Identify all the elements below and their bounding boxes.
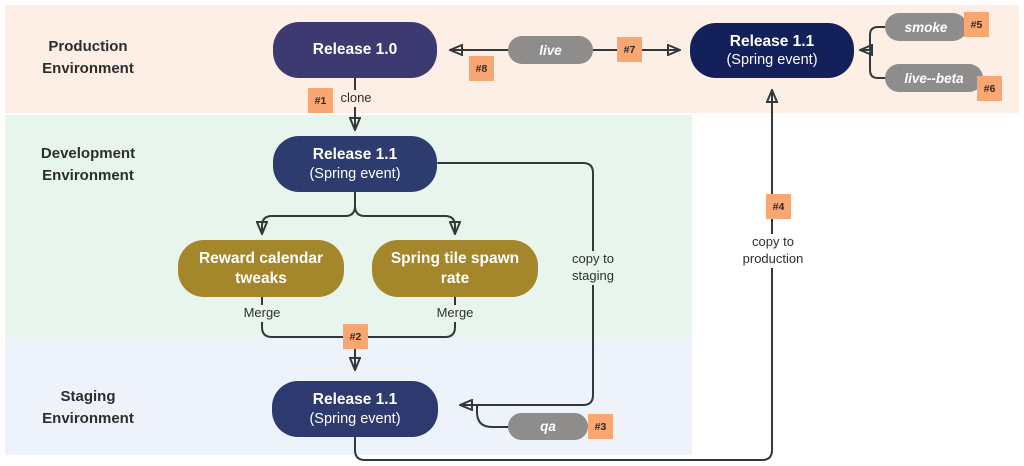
node-subtitle: (Spring event)	[309, 165, 401, 182]
env-label-line: Environment	[42, 409, 134, 427]
tag-smoke: smoke	[885, 13, 967, 41]
edge-label-clone: clone	[332, 90, 380, 107]
step-badge-5: #5	[964, 12, 989, 37]
node-title: Release 1.0	[312, 41, 398, 59]
tag-live: live	[508, 36, 593, 64]
tag-live-beta: live--beta	[885, 64, 983, 92]
edge-label-copy-to-production: copy to production	[736, 234, 810, 268]
env-label-line: Development	[40, 145, 136, 162]
tag-label: live--beta	[904, 70, 964, 86]
step-badge-2: #2	[343, 324, 368, 349]
edge-live-beta-join	[869, 51, 886, 79]
tag-label: live	[539, 42, 562, 58]
edge-label-line: copy to	[572, 251, 614, 266]
edge-smoke-to-release-1-1-production	[862, 26, 886, 50]
tag-qa: qa	[508, 413, 588, 440]
edge-qa-join	[476, 405, 509, 428]
step-badge-7: #7	[617, 37, 642, 62]
env-label-line: Staging	[60, 388, 116, 405]
step-badge-8: #8	[469, 56, 494, 81]
node-title: Release 1.1	[729, 32, 815, 50]
node-title: Release 1.1	[312, 146, 398, 164]
env-label-line: Environment	[42, 166, 134, 184]
staging-environment-label: Staging Environment	[13, 386, 163, 430]
edge-copy-to-production	[354, 92, 772, 461]
edge-label-line: copy to	[752, 234, 794, 249]
node-reward-calendar-tweaks: Reward calendar tweaks	[178, 240, 344, 297]
node-title: Spring tile spawn rate	[390, 250, 520, 287]
env-label-line: Production	[48, 38, 128, 55]
edge-label-line: staging	[572, 267, 614, 283]
node-release-1-0: Release 1.0	[273, 22, 437, 78]
node-release-1-1-staging: Release 1.1 (Spring event)	[272, 381, 438, 437]
node-subtitle: (Spring event)	[309, 410, 401, 427]
node-subtitle: (Spring event)	[726, 52, 818, 69]
edge-label-copy-to-staging: copy to staging	[564, 251, 622, 285]
edge-label-merge-left: Merge	[236, 305, 288, 322]
node-title: Reward calendar tweaks	[198, 250, 324, 287]
edge-branch-reward-calendar	[262, 191, 356, 232]
node-spring-tile-spawn-rate: Spring tile spawn rate	[372, 240, 538, 297]
node-title: Release 1.1	[312, 391, 398, 409]
tag-label: smoke	[904, 19, 948, 35]
node-release-1-1-production: Release 1.1 (Spring event)	[690, 23, 854, 78]
step-badge-3: #3	[588, 414, 613, 439]
step-badge-1: #1	[308, 88, 333, 113]
step-badge-6: #6	[977, 76, 1002, 101]
edge-branch-spring-tile	[354, 191, 455, 232]
production-environment-label: Production Environment	[13, 36, 163, 80]
development-environment-label: Development Environment	[13, 143, 163, 187]
step-badge-4: #4	[766, 194, 791, 219]
edge-label-line: production	[742, 250, 804, 266]
edge-label-merge-right: Merge	[429, 305, 481, 322]
node-release-1-1-development: Release 1.1 (Spring event)	[273, 136, 437, 192]
env-label-line: Environment	[42, 59, 134, 77]
tag-label: qa	[540, 419, 556, 434]
